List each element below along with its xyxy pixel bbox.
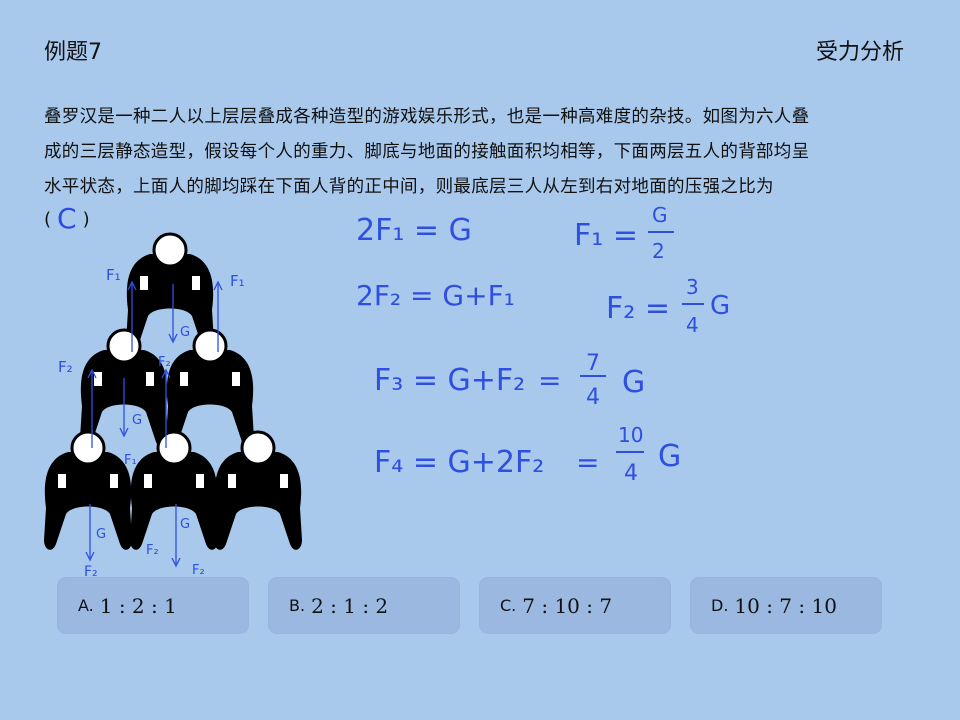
equation-3-numerator: 7 xyxy=(586,351,600,376)
option-letter: B. xyxy=(289,596,306,615)
option-letter: D. xyxy=(711,596,729,615)
problem-line: 水平状态，上面人的脚均踩在下面人背的正中间，则最底层三人从左到右对地面的压强之比… xyxy=(44,177,774,197)
option-letter: A. xyxy=(78,596,94,615)
problem-line: 叠罗汉是一种二人以上层层叠成各种造型的游戏娱乐形式，也是一种高难度的杂技。如图为… xyxy=(44,107,810,127)
equation-3-equals: = xyxy=(538,364,561,397)
result-2-numerator: 3 xyxy=(686,275,699,299)
label-g: G xyxy=(180,517,190,532)
person-bottom-middle xyxy=(128,430,220,552)
result-2-denominator: 4 xyxy=(686,313,699,337)
handwritten-answer: C xyxy=(57,202,77,235)
person-bottom-left xyxy=(42,430,134,552)
label-f1: F₁ xyxy=(230,272,245,290)
equation-2: 2F₂ = G+F₁ xyxy=(356,279,515,312)
label-f2: F₂ xyxy=(84,564,98,580)
answer-blank: (C) xyxy=(44,202,90,235)
problem-text: 叠罗汉是一种二人以上层层叠成各种造型的游戏娱乐形式，也是一种高难度的杂技。如图为… xyxy=(44,100,924,205)
option-d[interactable]: D. 10 : 7 : 10 xyxy=(691,578,881,633)
person-bottom-right xyxy=(212,430,304,552)
topic-title: 受力分析 xyxy=(815,40,904,65)
problem-line: 成的三层静态造型，假设每个人的重力、脚底与地面的接触面积均相等，下面两层五人的背… xyxy=(44,142,810,162)
label-f2: F₂ xyxy=(192,563,205,578)
label-f2: F₂ xyxy=(58,358,73,376)
option-c[interactable]: C. 7 : 10 : 7 xyxy=(480,578,670,633)
label-f2: F₂ xyxy=(158,355,171,370)
label-g: G xyxy=(180,325,190,340)
equation-4-g: G xyxy=(658,439,681,474)
label-f2: F₂ xyxy=(146,543,159,558)
label-f1: F₁ xyxy=(106,266,121,284)
result-1-denominator: 2 xyxy=(652,239,665,263)
option-b[interactable]: B. 2 : 1 : 2 xyxy=(269,578,459,633)
equation-1: 2F₁ = G xyxy=(356,213,472,248)
result-1: F₁ = xyxy=(574,218,638,253)
open-paren: ( xyxy=(44,209,52,230)
human-pyramid-figure: F₁ F₁ G F₂ F₂ G F₁ G F₂ F₂ G F₂ xyxy=(42,232,304,580)
option-letter: C. xyxy=(500,596,517,615)
equation-4-denominator: 4 xyxy=(624,461,638,486)
person-middle-right xyxy=(164,328,256,450)
label-g: G xyxy=(132,413,142,428)
result-2-g: G xyxy=(710,291,730,321)
equation-4-equals: = xyxy=(576,446,599,479)
label-f1: F₁ xyxy=(124,453,137,468)
close-paren: ) xyxy=(82,209,90,230)
equation-4-numerator: 10 xyxy=(618,423,643,447)
option-value: 7 : 10 : 7 xyxy=(522,593,613,618)
equation-3-denominator: 4 xyxy=(586,385,600,410)
result-1-numerator: G xyxy=(652,203,668,227)
label-g: G xyxy=(96,527,106,542)
option-value: 2 : 1 : 2 xyxy=(311,593,389,618)
equation-4: F₄ = G+2F₂ xyxy=(374,445,544,480)
handwritten-derivation: 2F₁ = G 2F₂ = G+F₁ F₃ = G+F₂ = 7 4 G F₄ … xyxy=(356,203,730,486)
option-value: 10 : 7 : 10 xyxy=(734,593,837,618)
example-title: 例题7 xyxy=(44,40,102,65)
result-2: F₂ = xyxy=(606,291,670,326)
equation-3-g: G xyxy=(622,365,645,400)
option-a[interactable]: A. 1 : 2 : 1 xyxy=(58,578,248,633)
force-labels: F₁ F₁ G F₂ F₂ G F₁ G F₂ F₂ G F₂ xyxy=(58,266,245,580)
equation-3: F₃ = G+F₂ xyxy=(374,363,525,398)
option-value: 1 : 2 : 1 xyxy=(99,593,177,618)
force-arrows xyxy=(85,280,223,568)
